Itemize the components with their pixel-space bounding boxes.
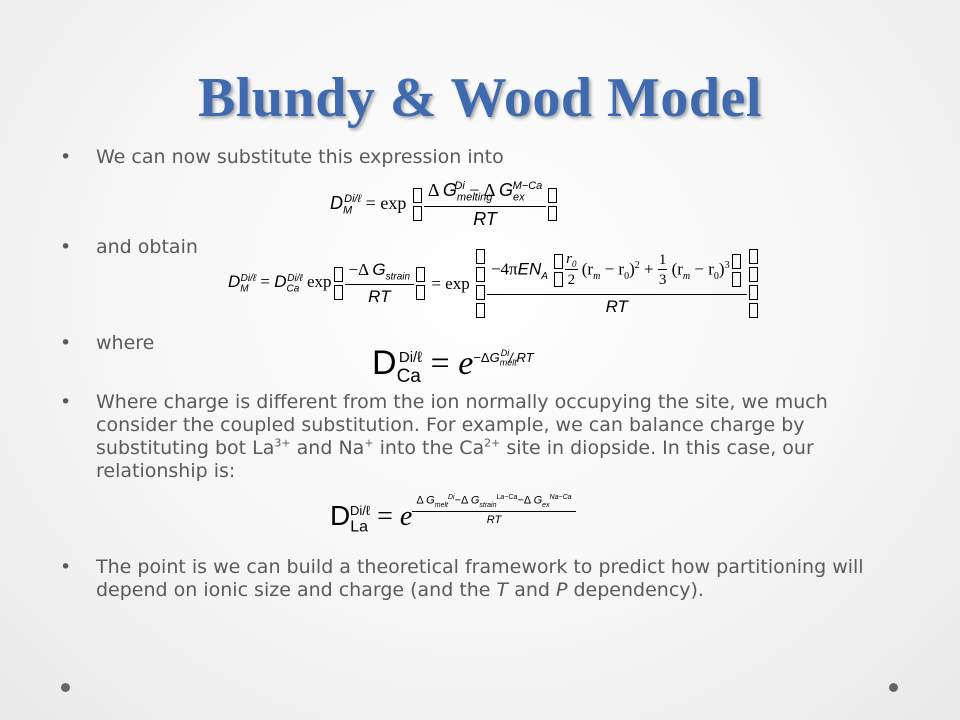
- fraction: Δ GmeltingDi − Δ GexM−Ca RT: [423, 180, 547, 230]
- bracket-left: [411, 185, 424, 224]
- bullet-text: where: [96, 332, 155, 354]
- bullet-text: The point is we can build a theoretical …: [96, 556, 864, 601]
- bullet-text: and obtain: [96, 236, 198, 258]
- bracket-right: [546, 185, 559, 224]
- decorative-dot-right: [889, 683, 898, 692]
- bullet-dot: •: [60, 556, 72, 578]
- exponent-fraction: Δ GmeltDi−Δ GstrainLa−Ca−Δ GexNa−Ca RT: [412, 494, 576, 526]
- bullet-substitute: • We can now substitute this expression …: [60, 146, 892, 169]
- bullet-dot: •: [60, 391, 72, 413]
- bullet-text: Where charge is different from the ion n…: [96, 391, 828, 482]
- bullet-dot: •: [60, 332, 72, 354]
- bullet-obtain: • and obtain: [60, 236, 892, 259]
- equation-calcium-partition: DCaDi/ℓ = e−ΔGmeltDi/ RT: [372, 344, 534, 387]
- slide-title: Blundy & Wood Model: [198, 67, 762, 129]
- equation-partition-strain: DMDi/ℓ = DCaDi/ℓ exp −Δ Gstrain RT = exp…: [228, 246, 760, 321]
- bullet-where: • where: [60, 332, 892, 355]
- strain-fraction: −Δ Gstrain RT: [344, 260, 415, 307]
- bullet-coupled-substitution: • Where charge is different from the ion…: [60, 391, 892, 483]
- bullet-theoretical-framework: • The point is we can build a theoretica…: [60, 556, 892, 602]
- equation-lanthanum-partition: DLaDi/ℓ = e Δ GmeltDi−Δ GstrainLa−Ca−Δ G…: [330, 494, 576, 537]
- bullet-dot: •: [60, 146, 72, 168]
- equation-partition-exp: DMDi/ℓ = exp Δ GmeltingDi − Δ GexM−Ca RT: [330, 180, 559, 230]
- bullet-dot: •: [60, 236, 72, 258]
- decorative-dot-left: [61, 683, 70, 692]
- bullet-text: We can now substitute this expression in…: [96, 146, 504, 168]
